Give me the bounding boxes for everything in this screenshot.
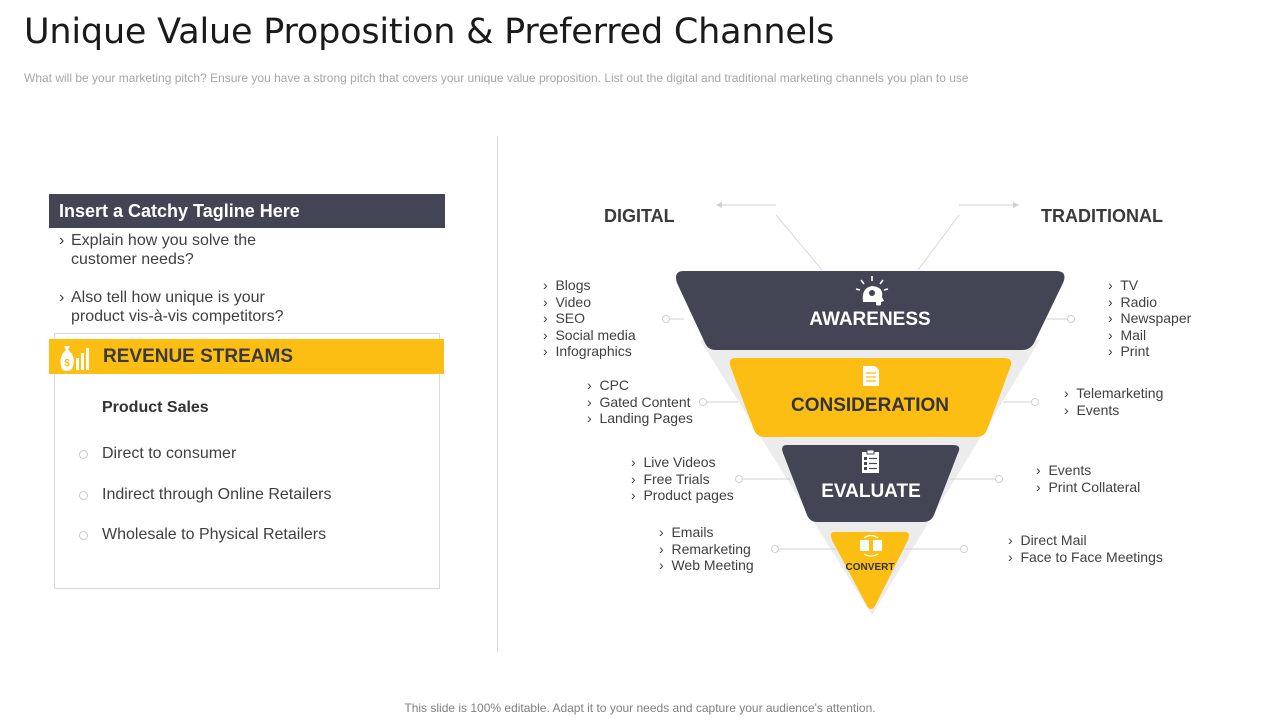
list-item: › Events — [1064, 401, 1120, 418]
list-item: › Emails — [659, 524, 714, 540]
head-idea-icon — [855, 276, 889, 306]
connector-dot — [995, 475, 1003, 483]
svg-text:$: $ — [64, 358, 70, 369]
traditional-diagonal — [917, 214, 960, 271]
evaluate-traditional-list: › Events › Print Collateral — [1036, 462, 1140, 495]
tagline-bar: Insert a Catchy Tagline Here — [49, 194, 445, 228]
money-bag-chart-icon: $ — [60, 346, 89, 371]
point-1-line-1: Explain how you solve the — [71, 232, 256, 249]
point-1-line-2: customer needs? — [71, 251, 194, 268]
revenue-item: Wholesale to Physical Retailers — [102, 526, 327, 543]
list-item: › Social media — [543, 326, 636, 343]
vertical-divider — [497, 136, 498, 652]
list-item: › Direct Mail — [1008, 532, 1087, 548]
list-item: › CPC — [587, 377, 630, 393]
list-item: › Landing Pages — [587, 410, 693, 427]
connector-dot — [960, 545, 968, 553]
connector-dot — [662, 315, 670, 323]
point-2-line-2: product vis-à-vis competitors? — [71, 308, 284, 325]
list-item: › Blogs — [543, 277, 591, 293]
arrow-left-icon — [716, 202, 722, 208]
product-sales-heading: Product Sales — [102, 399, 209, 416]
checklist-icon — [862, 449, 879, 473]
list-item: › Mail — [1108, 326, 1147, 343]
list-item: › Video — [543, 293, 592, 310]
point-1: › Explain how you solve the customer need… — [59, 231, 256, 269]
list-item: › Print — [1108, 343, 1150, 360]
document-icon — [863, 366, 879, 386]
evaluate-stage — [782, 445, 960, 522]
awareness-stage — [675, 271, 1065, 350]
traditional-heading: TRADITIONAL — [1041, 206, 1163, 226]
evaluate-label: EVALUATE — [821, 481, 921, 502]
list-item: › Remarketing — [659, 540, 751, 557]
list-item: › Newspaper — [1108, 310, 1192, 327]
list-item: › Radio — [1108, 293, 1158, 310]
consideration-digital-list: › CPC › Gated Content › Landing Pages — [587, 377, 693, 427]
consideration-traditional-list: › Telemarketing › Events — [1064, 385, 1163, 418]
page-subtitle: What will be your marketing pitch? Ensur… — [24, 71, 969, 85]
connector-dot — [699, 398, 707, 406]
list-item: › Infographics — [543, 343, 632, 360]
list-item: › Face to Face Meetings — [1008, 548, 1163, 565]
arrow-right-icon — [1013, 202, 1019, 208]
page-title: Unique Value Proposition & Preferred Cha… — [24, 12, 835, 52]
awareness-label: AWARENESS — [809, 309, 931, 330]
list-item: › Free Trials — [631, 470, 710, 487]
revenue-item: Indirect through Online Retailers — [102, 486, 332, 503]
awareness-traditional-list: › TV › Radio › Newspaper › Mail › Print — [1108, 277, 1191, 360]
revenue-streams-bar — [49, 339, 444, 374]
connector-dot — [1067, 315, 1075, 323]
consideration-stage — [729, 358, 1012, 437]
awareness-digital-list: › Blogs › Video › SEO › Social media › I… — [543, 277, 636, 360]
convert-traditional-list: › Direct Mail › Face to Face Meetings — [1008, 532, 1163, 565]
list-item: › SEO — [543, 310, 586, 327]
list-item: › Gated Content — [587, 393, 691, 410]
list-item: › Telemarketing — [1064, 385, 1164, 401]
circle-bullet-icon — [79, 491, 88, 500]
evaluate-digital-list: › Live Videos › Free Trials › Product pa… — [631, 454, 734, 504]
consideration-label: CONSIDERATION — [791, 395, 949, 416]
list-item: › TV — [1108, 277, 1139, 293]
digital-diagonal — [775, 214, 823, 271]
point-2-line-1: Also tell how unique is your — [71, 289, 265, 306]
convert-stage — [830, 532, 909, 609]
chevron-right-icon: › — [59, 289, 65, 306]
convert-label: CONVERT — [845, 562, 895, 573]
revenue-streams-box — [54, 333, 440, 589]
revenue-item: Direct to consumer — [102, 445, 237, 462]
list-item: › Print Collateral — [1036, 478, 1141, 495]
files-exchange-icon — [860, 534, 882, 557]
list-item: › Live Videos — [631, 454, 716, 470]
chevron-right-icon: › — [59, 232, 65, 249]
list-item: › Events — [1036, 462, 1092, 478]
connector-dot — [771, 545, 779, 553]
footer-note: This slide is 100% editable. Adapt it to… — [404, 701, 876, 715]
connector-dot — [735, 475, 743, 483]
list-item: › Web Meeting — [659, 557, 754, 574]
circle-bullet-icon — [79, 531, 88, 540]
connector-dot — [1031, 398, 1039, 406]
list-item: › Product pages — [631, 487, 734, 504]
convert-digital-list: › Emails › Remarketing › Web Meeting — [659, 524, 754, 574]
revenue-streams-title: REVENUE STREAMS — [103, 346, 294, 367]
point-2: › Also tell how unique is your product vi… — [59, 288, 284, 326]
digital-heading: DIGITAL — [604, 206, 675, 226]
circle-bullet-icon — [79, 450, 88, 459]
